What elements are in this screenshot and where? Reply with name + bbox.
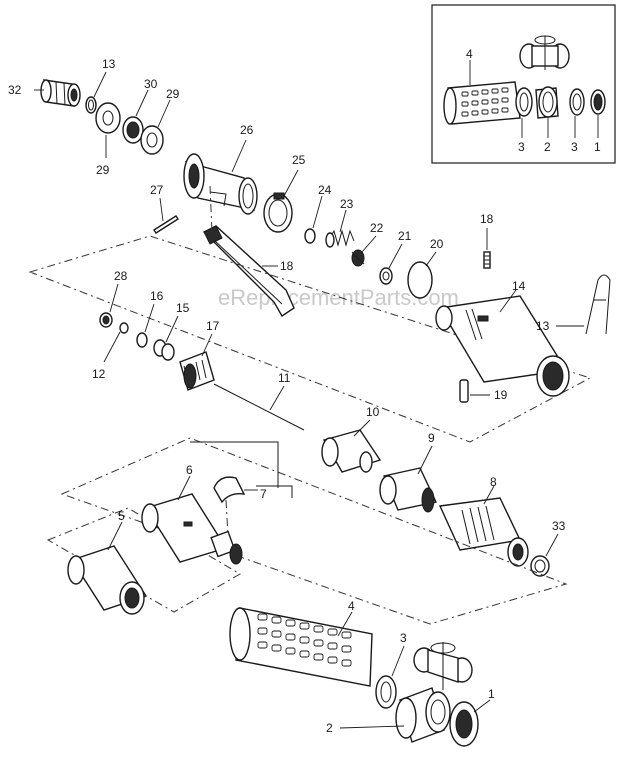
callout-12: 17: [206, 319, 220, 333]
callout-8: 8: [490, 475, 497, 489]
part-33-snap-ring: [530, 555, 550, 577]
part-16-cap: [99, 312, 113, 328]
part-17-motor-housing: [435, 295, 570, 397]
callout-29-right: 29: [166, 87, 180, 101]
callout-28: 18: [280, 259, 294, 273]
callout-2: 2: [326, 721, 333, 735]
envelope-spindle-group: [60, 437, 568, 625]
part-32-inlet-bushing: [40, 79, 81, 107]
callout-32: 32: [8, 83, 22, 97]
callout-29-left: 29: [96, 163, 110, 177]
part-26-handle-housing: [183, 153, 258, 215]
part-9-cylinder: [379, 467, 438, 513]
inset-part-4-grip-sleeve: [443, 81, 521, 125]
callout-21: 21: [398, 229, 412, 243]
callout-1: 1: [488, 687, 495, 701]
part-13-o-rings-middle: [153, 339, 175, 361]
callout-20: 20: [430, 237, 444, 251]
callout-3-inset-a: 3: [518, 140, 525, 154]
part-4-grip-sleeve: [229, 607, 373, 687]
callout-6: 6: [186, 463, 193, 477]
inset-part-3-ring-a: [515, 87, 533, 117]
part-29-washer-right: [140, 125, 164, 155]
part-19-dowel-pin: [459, 379, 469, 403]
callout-4-inset: 4: [466, 47, 473, 61]
callout-14: 16: [150, 289, 164, 303]
callout-2-inset: 2: [544, 140, 551, 154]
callout-5: 5: [118, 509, 125, 523]
inset-part-1-end-cap: [590, 89, 606, 115]
part-5-nose-sleeve: [67, 545, 148, 615]
callout-26: 26: [240, 123, 254, 137]
callout-7: 7: [260, 487, 267, 501]
part-27-pin: [153, 215, 179, 234]
callout-24: 24: [318, 183, 332, 197]
part-24-seal: [304, 228, 316, 244]
part-11-drive-rod: [213, 383, 305, 431]
callout-33: 33: [552, 519, 566, 533]
part-23-spring: [325, 229, 355, 248]
part-3-ring: [375, 675, 397, 709]
part-13-o-ring-top: [85, 96, 97, 114]
callout-23: 23: [340, 197, 354, 211]
callout-3: 3: [400, 631, 407, 645]
inset-frame: [431, 4, 616, 164]
inset-part-2-swivel: [535, 86, 559, 119]
part-18-screw: [483, 251, 491, 269]
callout-18-overlay: 18: [480, 212, 494, 226]
part-15-washer: [119, 322, 129, 334]
part-8-spindle: [438, 497, 529, 567]
part-31-retaining-clip: [585, 274, 611, 335]
part-20-o-ring: [407, 261, 433, 299]
callout-13-middle: 15: [176, 301, 190, 315]
callout-17: 14: [512, 279, 526, 293]
part-10-rotor: [321, 429, 382, 473]
callout-31: 13: [536, 319, 550, 333]
callout-30: 30: [144, 77, 158, 91]
part-12-governor-assembly: [179, 351, 215, 391]
inset-panel: 4 3 2 3 1: [431, 4, 616, 164]
swivel-fitting-bottom: [413, 642, 473, 690]
part-2-swivel-body: [395, 687, 451, 743]
callout-15: 12: [92, 367, 106, 381]
part-29-washer-left: [95, 102, 121, 134]
callout-27: 27: [150, 183, 164, 197]
callout-1-inset: 1: [594, 140, 601, 154]
part-22-valve: [351, 249, 365, 267]
callout-11: 11: [278, 371, 291, 385]
part-21-washer: [379, 267, 393, 285]
envelope-nose-group: [46, 507, 241, 613]
callout-10: 10: [366, 405, 380, 419]
callout-25: 25: [292, 153, 306, 167]
callout-13-top: 13: [102, 57, 116, 71]
part-30-spacer: [122, 116, 144, 144]
part-25-clamp-ring: [263, 192, 293, 233]
part-14-shim: [136, 332, 148, 348]
callout-19: 19: [494, 388, 508, 402]
inset-swivel-fitting: [519, 35, 570, 70]
part-6-adapter: [141, 493, 243, 565]
callout-9: 9: [428, 431, 435, 445]
part-1-end-cap: [449, 701, 479, 747]
callout-3-inset-b: 3: [571, 140, 578, 154]
callout-4: 4: [348, 599, 355, 613]
callout-16: 28: [114, 269, 128, 283]
callout-22: 22: [370, 221, 384, 235]
part-7-half-shell: [213, 476, 246, 504]
inset-part-3-ring-b: [569, 88, 585, 116]
